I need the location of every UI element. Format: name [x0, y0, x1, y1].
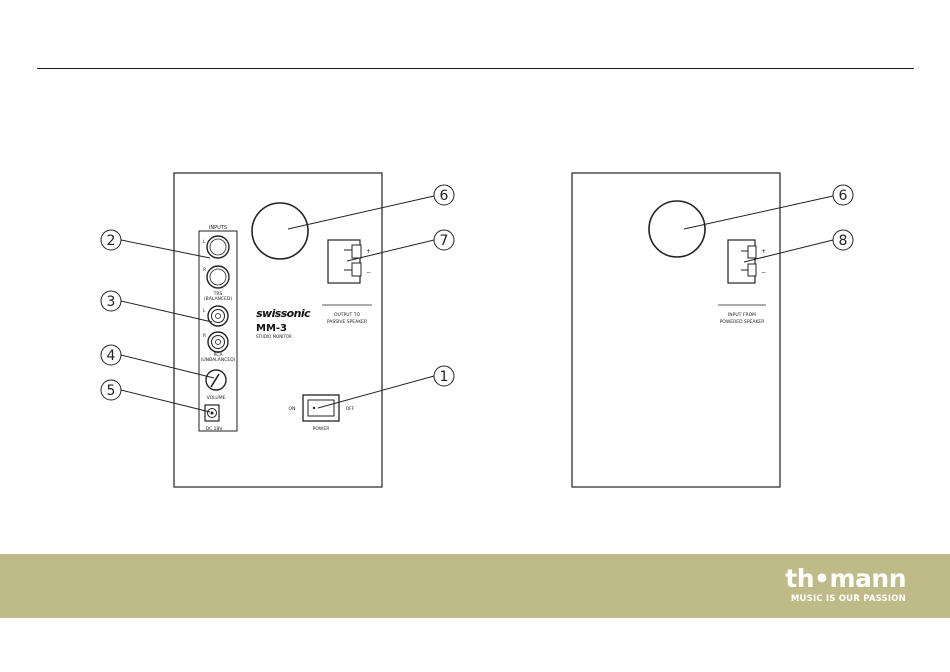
footer-band: th•mann MUSIC IS OUR PASSION	[0, 554, 950, 618]
svg-text:6: 6	[440, 188, 449, 204]
svg-text:7: 7	[440, 233, 449, 249]
callout-7: 7	[434, 230, 454, 250]
thomann-logo: th•mann MUSIC IS OUR PASSION	[736, 564, 906, 604]
svg-text:4: 4	[107, 348, 116, 364]
svg-text:8: 8	[839, 233, 848, 249]
callout-2: 2	[101, 230, 121, 250]
callout-5: 5	[101, 380, 121, 400]
logo-wordmark: th•mann	[736, 564, 906, 594]
logo-slogan: MUSIC IS OUR PASSION	[736, 594, 906, 604]
trs-balanced-label: (BALANCED)	[204, 296, 232, 302]
off-label: OFF	[346, 406, 355, 412]
volume-label: VOLUME	[207, 395, 226, 401]
output-label: OUTPUT TO	[334, 312, 361, 318]
input-plus: +	[761, 248, 766, 255]
output-plus: +	[366, 248, 371, 255]
callout-8: 8	[833, 230, 853, 250]
trs-right-label: R	[203, 267, 206, 273]
callout-4: 4	[101, 345, 121, 365]
input-label-2: POWERED SPEAKER	[720, 319, 765, 325]
bass-port-front	[252, 203, 308, 259]
output-label-2: PASSIVE SPEAKER	[327, 319, 367, 325]
on-label: ON	[289, 406, 296, 412]
model-subtitle: STUDIO MONITOR	[256, 334, 292, 339]
svg-text:2: 2	[107, 233, 116, 249]
svg-text:5: 5	[107, 383, 116, 399]
model-name: MM-3	[256, 323, 287, 334]
inputs-heading: INPUTS	[209, 225, 227, 231]
svg-text:3: 3	[107, 294, 116, 310]
callout-6-left: 6	[434, 185, 454, 205]
callout-1: 1	[434, 366, 454, 386]
input-label: INPUT FROM	[728, 312, 756, 318]
rca-unbalanced-label: (UNBALANCED)	[201, 357, 236, 363]
powered-speaker-panel: INPUTS L R TRS (BALANCED) L R RCA (UNBAL…	[121, 173, 434, 487]
svg-text:1: 1	[440, 369, 449, 385]
dc-label: DC 18V	[206, 426, 224, 432]
callout-6-right: 6	[833, 185, 853, 205]
bass-port-rear	[649, 201, 705, 257]
callout-3: 3	[101, 291, 121, 311]
svg-text:6: 6	[839, 188, 848, 204]
output-minus: −	[366, 269, 371, 276]
power-label: POWER	[313, 426, 330, 432]
input-minus: −	[761, 269, 766, 276]
brand-logo: swissonic	[256, 307, 311, 320]
passive-speaker-panel: + − INPUT FROM POWERED SPEAKER	[572, 173, 833, 487]
rca-right-label: R	[203, 333, 206, 339]
